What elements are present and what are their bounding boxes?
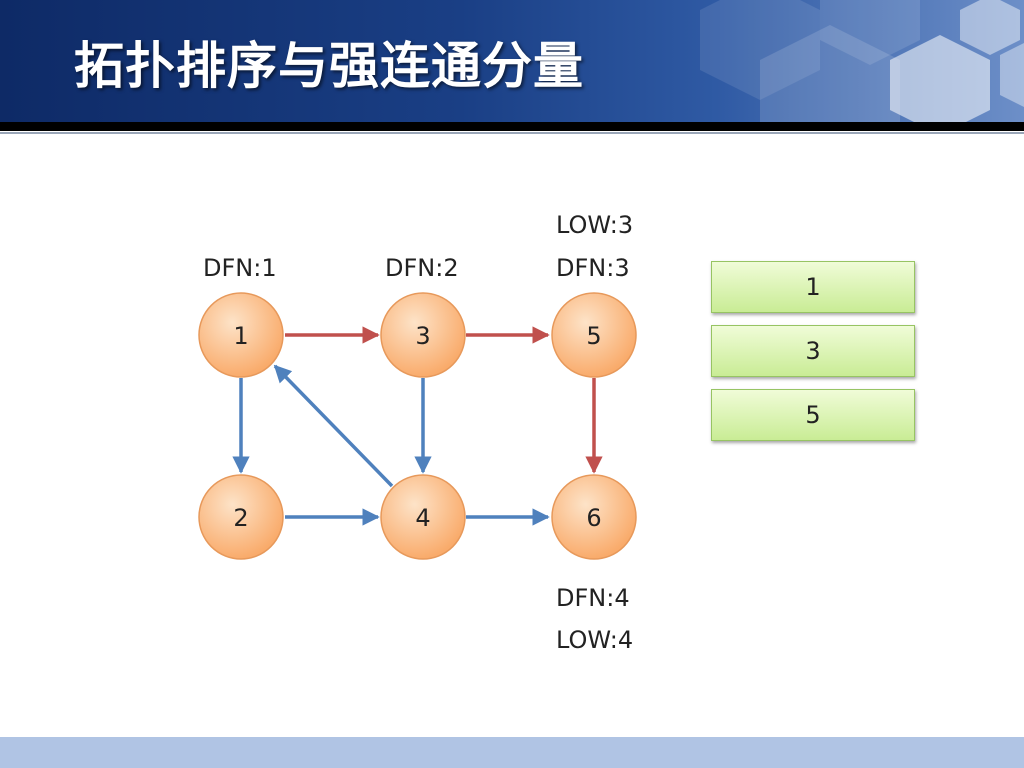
stack-item: 3 bbox=[711, 325, 915, 377]
stack-item: 5 bbox=[711, 389, 915, 441]
stack-item: 1 bbox=[711, 261, 915, 313]
node-label: 5 bbox=[586, 322, 601, 350]
node-label: 2 bbox=[233, 504, 248, 532]
node5-low-label: LOW:3 bbox=[556, 211, 633, 239]
node-label: 3 bbox=[415, 322, 430, 350]
node-label: 4 bbox=[415, 504, 430, 532]
node-label: 6 bbox=[586, 504, 601, 532]
node6-low-label: LOW:4 bbox=[556, 626, 633, 654]
hexagon-decoration bbox=[700, 0, 1024, 122]
node6-dfn-label: DFN:4 bbox=[556, 584, 630, 612]
node-4: 4 bbox=[380, 474, 466, 560]
page-title: 拓扑排序与强连通分量 bbox=[74, 37, 584, 95]
header-divider-thin bbox=[0, 132, 1024, 134]
slide-header: 拓扑排序与强连通分量 bbox=[0, 0, 1024, 122]
edge-4-1 bbox=[273, 364, 394, 488]
header-divider bbox=[0, 122, 1024, 131]
node-1: 1 bbox=[198, 292, 284, 378]
node-6: 6 bbox=[551, 474, 637, 560]
node1-dfn-label: DFN:1 bbox=[203, 254, 277, 282]
node-label: 1 bbox=[233, 322, 248, 350]
node-5: 5 bbox=[551, 292, 637, 378]
node5-dfn-label: DFN:3 bbox=[556, 254, 630, 282]
node-3: 3 bbox=[380, 292, 466, 378]
node3-dfn-label: DFN:2 bbox=[385, 254, 459, 282]
node-2: 2 bbox=[198, 474, 284, 560]
slide-footer bbox=[0, 737, 1024, 768]
